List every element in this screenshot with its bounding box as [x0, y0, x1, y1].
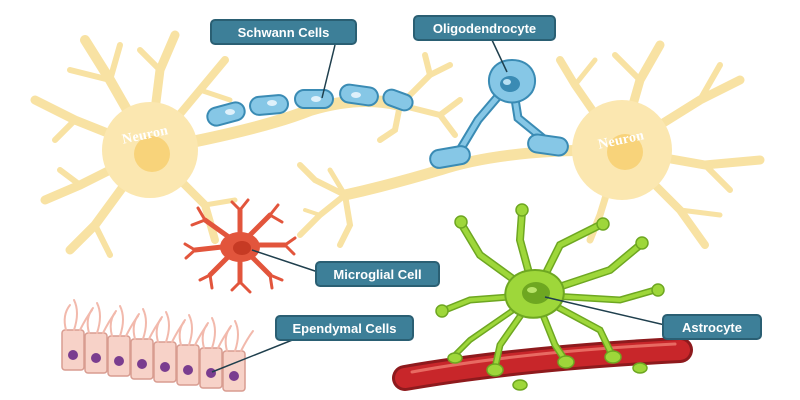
- astrocyte-nucleus: [522, 282, 550, 304]
- left-neuron-nucleus: [134, 136, 170, 172]
- ependymal-cells: [61, 299, 254, 392]
- microglial-nucleus: [233, 241, 251, 255]
- blood-vessel: [392, 337, 693, 391]
- oligodendrocyte-label: Oligodendrocyte: [413, 15, 556, 41]
- astrocyte-label: Astrocyte: [662, 314, 762, 340]
- microglial-cell-label: Microglial Cell: [315, 261, 440, 287]
- schwann-cell-nuclei: [225, 92, 361, 115]
- axon-terminal-branches: [377, 52, 463, 143]
- oligodendrocyte-cell: [429, 58, 569, 169]
- left-neuron: [30, 30, 406, 258]
- astrocyte-nucleus-highlight: [527, 287, 537, 293]
- right-neuron-nucleus: [607, 134, 643, 170]
- schwann-cells-label: Schwann Cells: [210, 19, 357, 45]
- astrocyte-endfeet: [435, 203, 665, 391]
- ependymal-cells-label: Ependymal Cells: [275, 315, 414, 341]
